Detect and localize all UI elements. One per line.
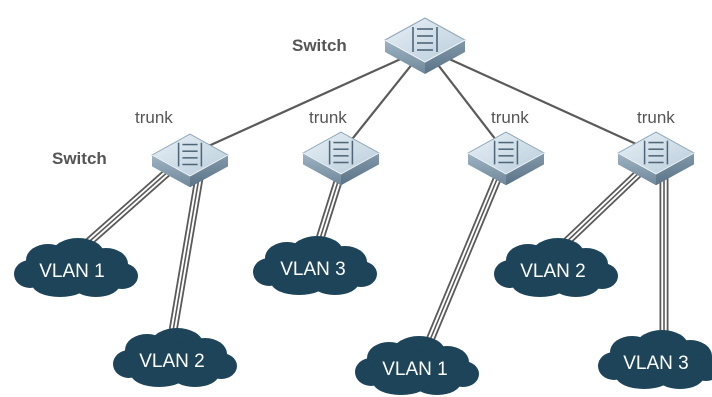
- vlan-label-sw3-a: VLAN 1: [382, 359, 447, 380]
- vlan-label-sw1-b: VLAN 2: [139, 351, 204, 372]
- vlan-label-sw1-a: VLAN 1: [39, 261, 104, 282]
- link-sw1-vlan2: [167, 171, 205, 338]
- root-switch-icon: [384, 17, 466, 75]
- vlan-label-sw4-b: VLAN 3: [623, 353, 688, 374]
- trunk-label-1: trunk: [135, 108, 173, 127]
- access-switch-3-icon: [467, 131, 545, 187]
- access-links: [79, 166, 669, 342]
- trunk-label-2: trunk: [309, 108, 347, 127]
- trunk-label-3: trunk: [491, 108, 529, 127]
- root-switch-label: Switch: [292, 36, 347, 55]
- trunk-label-4: trunk: [637, 108, 675, 127]
- link-sw1-vlan1: [79, 166, 173, 252]
- access-switch-label: Switch: [52, 149, 107, 168]
- access-switch-2-icon: [302, 131, 380, 187]
- link-sw2-vlan3: [313, 170, 346, 247]
- vlan-label-sw4-a: VLAN 2: [520, 261, 585, 282]
- vlan-label-sw2-a: VLAN 3: [280, 259, 345, 280]
- link-sw3-vlan1: [425, 170, 505, 342]
- link-sw4-vlan2: [556, 166, 646, 252]
- uplink-switch-1: [192, 46, 426, 155]
- uplink-switch-4: [424, 46, 657, 155]
